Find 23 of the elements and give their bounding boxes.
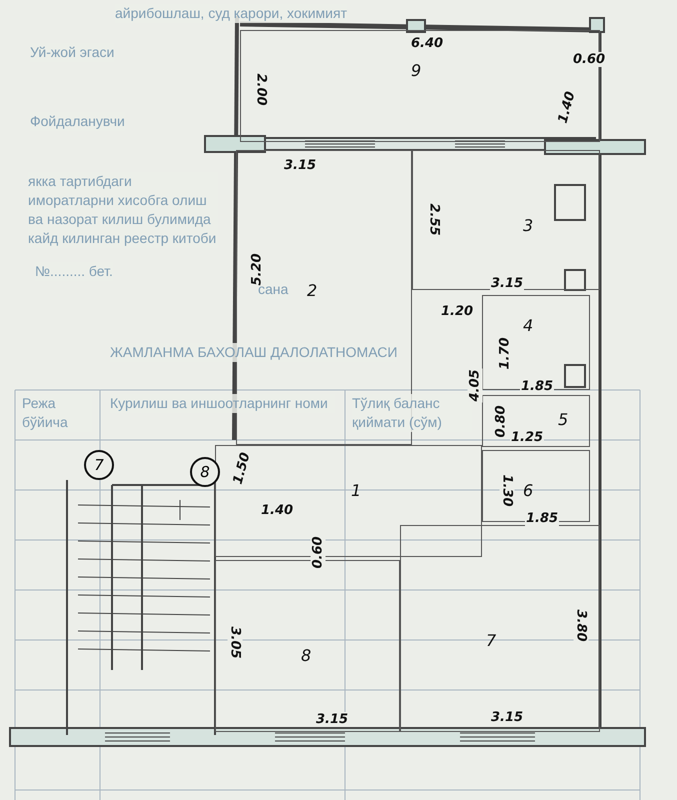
- room-number: 3: [523, 216, 534, 235]
- dimension-text: 3.15: [315, 712, 350, 727]
- room-number: 5: [558, 410, 568, 429]
- room-number: 4: [523, 316, 534, 335]
- dimension-text: 1.30: [500, 473, 515, 508]
- room-outline: [482, 395, 590, 447]
- dimension-text: 0.60: [572, 52, 606, 67]
- room-number: 6: [523, 481, 534, 500]
- circled-number: 8: [190, 457, 220, 487]
- room-number: 9: [411, 61, 422, 80]
- room-number: 1: [351, 481, 362, 500]
- circled-number: 7: [84, 450, 114, 480]
- room-number: 8: [301, 646, 312, 665]
- room-outline: [412, 150, 600, 290]
- room-number: 7: [486, 631, 496, 650]
- dimension-text: 1.85: [525, 511, 560, 526]
- room-outline: [400, 525, 600, 732]
- form-section-heading: ЖАМЛАНМА БАХОЛАШ ДАЛОЛАТНОМАСИ: [110, 343, 398, 362]
- room-number: 2: [307, 281, 318, 300]
- dimension-text: 3.05: [228, 625, 243, 660]
- dimension-text: 3.15: [490, 276, 524, 291]
- dimension-text: 3.80: [574, 608, 589, 643]
- dimension-text: 0.60: [310, 535, 326, 570]
